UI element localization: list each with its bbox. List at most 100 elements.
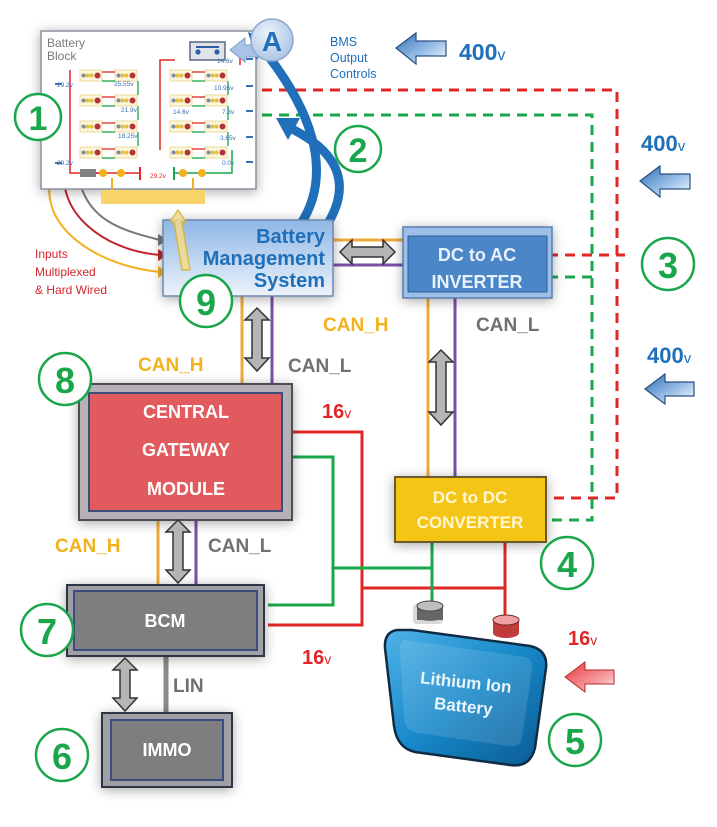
battery-cell-module <box>114 69 138 82</box>
battery-cell-module <box>204 120 228 133</box>
cell-group-right <box>169 69 229 159</box>
battery-block: Battery Block 29.2v 25.55v 21.9v 18.25v … <box>40 30 257 204</box>
inverter-label-line: INVERTER <box>431 272 522 292</box>
lithium-ion-battery[interactable]: Lithium Ion Battery <box>383 600 548 767</box>
body-control-module[interactable]: BCM <box>66 584 265 657</box>
callout-8: 8 <box>37 351 93 407</box>
can-h-label: CAN_H <box>55 536 120 557</box>
node-a-label: A <box>262 26 282 57</box>
hv-red-dashed-wire <box>262 88 625 500</box>
immobilizer-module[interactable]: IMMO <box>101 712 233 788</box>
callout-number: 8 <box>55 360 75 401</box>
voltage-label: 400v <box>459 39 505 65</box>
voltage-label: 16v <box>322 401 351 423</box>
callout-5: 5 <box>547 712 603 768</box>
can-h-label: CAN_H <box>323 315 388 336</box>
bms-output-line: BMS <box>330 35 357 49</box>
inverter-label-line: DC to AC <box>438 245 516 265</box>
battery-cell-module <box>169 120 193 133</box>
callout-number: 5 <box>565 721 585 762</box>
battery-body[interactable] <box>383 628 548 767</box>
hv-green-dashed-wire <box>262 113 594 522</box>
battery-cell-module <box>114 120 138 133</box>
left-arrow-icon <box>639 164 691 199</box>
battery-cell-module <box>204 146 228 159</box>
cell-voltage-label: 18.25v <box>118 133 138 140</box>
converter-label-line: CONVERTER <box>417 513 524 532</box>
battery-cell-module <box>204 69 228 82</box>
bms-box[interactable] <box>162 219 334 297</box>
terminal-bar <box>101 190 205 204</box>
callout-number: 3 <box>658 245 678 286</box>
left-arrow-icon <box>564 661 615 693</box>
dc-to-ac-inverter[interactable]: DC to AC INVERTER <box>402 226 553 299</box>
cell-voltage-label: 29.2v <box>150 173 167 180</box>
battery-block-title: Battery <box>47 36 85 50</box>
dc-to-dc-converter[interactable]: DC to DC CONVERTER <box>394 476 547 543</box>
callout-7: 7 <box>19 602 75 658</box>
battery-cell-module <box>204 94 228 107</box>
can-l-label: CAN_L <box>208 536 272 557</box>
bms-label-line: Battery <box>256 226 326 248</box>
hv-output-arrows <box>229 32 344 231</box>
callout-number: 4 <box>557 544 577 585</box>
voltage-label: 16v <box>568 628 597 650</box>
callout-1: 1 <box>13 92 63 142</box>
voltage-label: 400v <box>647 343 692 368</box>
battery-block-title: Block <box>47 49 77 63</box>
cell-voltage-label: 25.55v <box>114 81 134 88</box>
cell-voltage-label: 3.65v <box>220 135 237 142</box>
battery-cell-module <box>169 69 193 82</box>
bms-output-line: Controls <box>330 67 377 81</box>
cell-voltage-label: 10.95v <box>214 85 234 92</box>
left-arrow-icon <box>644 372 695 406</box>
bms-label-line: Management <box>203 248 326 270</box>
battery-management-system[interactable]: Battery Management System <box>162 208 334 297</box>
bms-output-controls-label: BMS Output Controls <box>330 35 377 81</box>
lin-label: LIN <box>173 676 204 697</box>
converter-box[interactable] <box>394 476 547 543</box>
battery-cell-module <box>79 146 103 159</box>
battery-cell-module <box>79 94 103 107</box>
arrowhead <box>276 118 300 140</box>
input-wire-gray <box>79 182 161 241</box>
voltage-label: 400v <box>641 131 686 156</box>
inputs-label-line: Multiplexed <box>35 265 96 279</box>
voltage-label: 16v <box>302 647 331 669</box>
bms-output-node-a: A <box>250 18 294 62</box>
battery-cell-module <box>79 120 103 133</box>
ground-wire <box>268 455 434 612</box>
can-h-label: CAN_H <box>138 355 203 376</box>
can-l-label: CAN_L <box>288 356 352 377</box>
cell-voltage-label: 7.3v <box>222 109 235 116</box>
cell-group-left <box>79 69 139 159</box>
inputs-label-line: & Hard Wired <box>35 283 107 297</box>
callout-number: 9 <box>196 282 216 323</box>
callout-9: 9 <box>178 273 234 329</box>
data-flow-arrows <box>111 238 455 713</box>
cell-voltage-label: 14.6v <box>217 58 234 65</box>
central-gateway-module[interactable]: CENTRAL GATEWAY MODULE <box>78 383 293 521</box>
battery-cell-module <box>114 94 138 107</box>
cell-voltage-label: 21.9v <box>121 107 138 114</box>
gateway-label-line: CENTRAL <box>143 402 229 422</box>
callout-number: 6 <box>52 736 72 777</box>
callout-6: 6 <box>34 727 90 783</box>
cell-voltage-label: 29.2v <box>57 82 74 89</box>
left-arrow-icon <box>395 31 447 66</box>
gateway-label-line: GATEWAY <box>142 440 230 460</box>
battery-cell-module <box>114 146 138 159</box>
callout-number: 2 <box>349 132 368 170</box>
converter-label-line: DC to DC <box>433 488 508 507</box>
callout-number: 7 <box>37 611 57 652</box>
double-arrow-icon <box>111 656 139 713</box>
fuse <box>80 169 96 177</box>
double-arrow-icon <box>338 238 397 266</box>
bms-output-line: Output <box>330 51 368 65</box>
callout-2: 2 <box>333 124 383 174</box>
double-arrow-icon <box>427 348 455 427</box>
inputs-label: Inputs Multiplexed & Hard Wired <box>35 247 107 297</box>
battery-cell-module <box>169 146 193 159</box>
wiring <box>48 88 625 713</box>
callout-number: 1 <box>29 100 48 138</box>
